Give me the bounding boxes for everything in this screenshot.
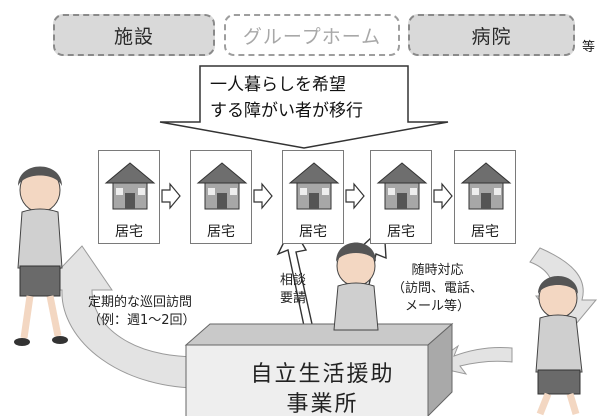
home-label: 居宅 xyxy=(387,224,415,240)
facility-option-label: 施設 xyxy=(113,25,154,48)
transition-callout-line2: する障がい者が移行 xyxy=(210,101,363,121)
person-left-icon xyxy=(14,166,68,346)
transition-callout-line1: 一人暮らしを希望 xyxy=(210,75,346,95)
facility-option-hospital: 病院 xyxy=(408,14,575,56)
periodic-visit-line1: 定期的な巡回訪問 xyxy=(88,295,193,310)
support-office-box-top xyxy=(184,323,454,346)
response-line3: メール等） xyxy=(405,299,471,314)
home-card: 居宅 xyxy=(282,150,344,244)
person-center-icon xyxy=(333,242,379,331)
response-line1: 随時対応 xyxy=(411,263,464,278)
consultation-text: 相談 要請 xyxy=(280,272,306,308)
facility-option-label: 病院 xyxy=(471,25,512,48)
facility-option-institution: 施設 xyxy=(53,14,215,56)
response-line2: （訪問、電話、 xyxy=(392,281,484,296)
facility-option-label: グループホーム xyxy=(242,25,382,48)
home-flow-arrow xyxy=(253,182,273,210)
home-flow-arrow xyxy=(161,182,181,210)
home-card: 居宅 xyxy=(454,150,516,244)
home-label: 居宅 xyxy=(115,224,143,240)
home-flow-arrow xyxy=(433,182,453,210)
house-icon xyxy=(376,162,428,210)
support-office-line1: 自立生活援助 xyxy=(250,362,395,387)
periodic-visit-arrow xyxy=(38,245,213,389)
consultation-line2: 要請 xyxy=(280,291,307,306)
house-icon xyxy=(288,162,340,210)
support-office-box-front xyxy=(185,344,429,416)
home-flow-arrow xyxy=(345,182,365,210)
house-icon xyxy=(460,162,512,210)
response-text: 随時対応 （訪問、電話、 メール等） xyxy=(392,262,483,316)
home-card: 居宅 xyxy=(98,150,160,244)
home-label: 居宅 xyxy=(299,224,327,240)
person-right-icon xyxy=(535,276,583,416)
home-label: 居宅 xyxy=(471,224,499,240)
facility-option-group-home: グループホーム xyxy=(224,14,400,56)
support-office-line2: 事業所 xyxy=(286,392,359,417)
transition-callout-arrow xyxy=(159,65,449,149)
house-icon xyxy=(104,162,156,210)
consultation-line1: 相談 xyxy=(280,273,307,288)
home-label: 居宅 xyxy=(207,224,235,240)
home-card: 居宅 xyxy=(190,150,252,244)
periodic-visit-text: 定期的な巡回訪問 （例：週1〜2回） xyxy=(88,294,196,330)
home-card: 居宅 xyxy=(370,150,432,244)
house-icon xyxy=(196,162,248,210)
facility-suffix: 等 xyxy=(582,40,596,55)
periodic-visit-line2: （例：週1〜2回） xyxy=(88,313,196,328)
